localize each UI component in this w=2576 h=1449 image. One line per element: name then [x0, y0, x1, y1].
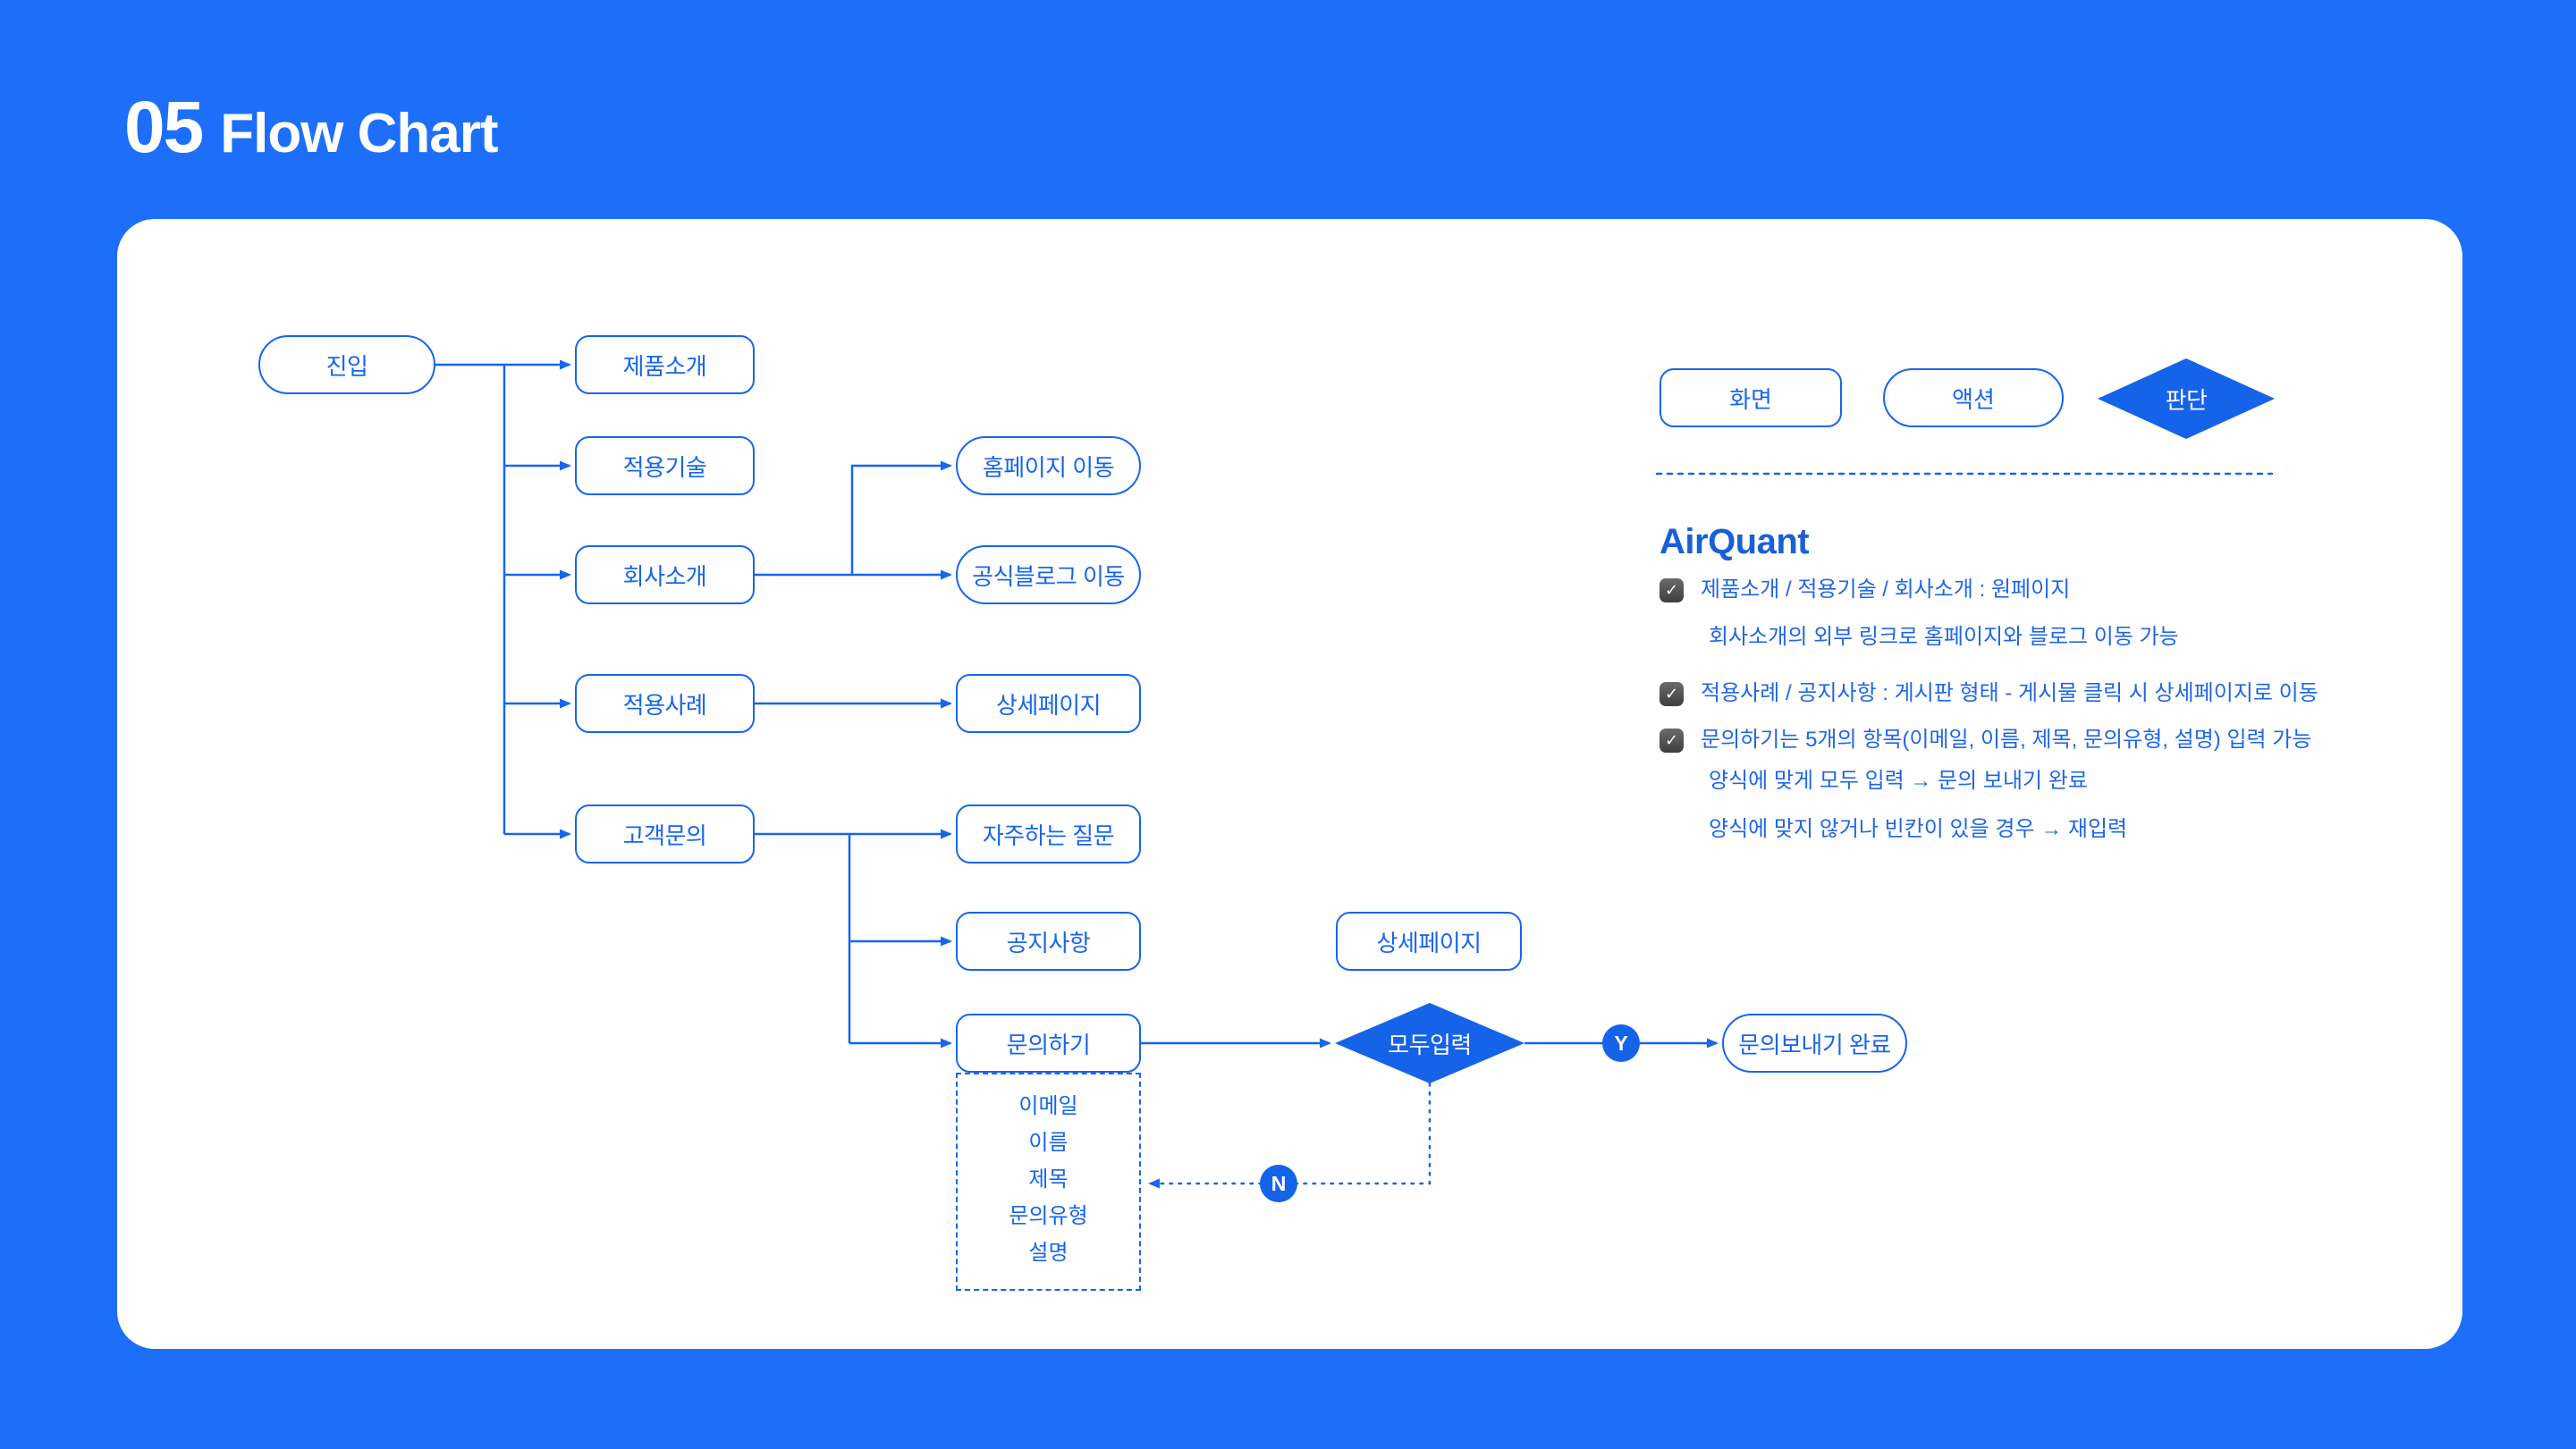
note-text: 제품소개 / 적용기술 / 회사소개 : 원페이지	[1701, 577, 2071, 602]
flow-node-company-intro: 회사소개	[575, 545, 755, 604]
note-row: 양식에 맞지 않거나 빈칸이 있을 경우 → 재입력	[1660, 816, 2127, 843]
flow-node-detail-page-2: 상세페이지	[1336, 912, 1522, 971]
no-branch-badge: N	[1260, 1165, 1297, 1202]
flow-node-go-blog: 공식블로그 이동	[956, 545, 1141, 604]
note-row: 회사소개의 외부 링크로 홈페이지와 블로그 이동 가능	[1660, 624, 2179, 651]
checkbox-icon: ✓	[1660, 681, 1684, 706]
note-row: ✓ 적용사례 / 공지사항 : 게시판 형태 - 게시물 클릭 시 상세페이지로 …	[1660, 680, 2318, 707]
legend-action-shape: 액션	[1883, 368, 2064, 427]
flow-node-contact: 문의하기	[956, 1014, 1141, 1073]
flow-node-faq: 자주하는 질문	[956, 805, 1141, 864]
form-field-label: 설명	[1028, 1241, 1068, 1265]
form-field-label: 이메일	[1018, 1094, 1078, 1118]
form-field-label: 제목	[1028, 1167, 1068, 1192]
flow-node-go-homepage: 홈페이지 이동	[956, 436, 1141, 495]
flow-node-use-cases: 적용사례	[575, 674, 755, 733]
checkbox-icon: ✓	[1660, 577, 1684, 602]
legend-screen-shape: 화면	[1660, 368, 1842, 427]
note-row: ✓ 제품소개 / 적용기술 / 회사소개 : 원페이지	[1660, 577, 2070, 603]
note-row: 양식에 맞게 모두 입력 → 문의 보내기 완료	[1660, 768, 2088, 795]
page-title: 05 Flow Chart	[124, 86, 499, 170]
note-row: ✓ 문의하기는 5개의 항목(이메일, 이름, 제목, 문의유형, 설명) 입력 …	[1660, 727, 2311, 754]
note-text: 양식에 맞지 않거나 빈칸이 있을 경우 → 재입력	[1709, 817, 2128, 841]
notes-title: AirQuant	[1660, 522, 1810, 561]
note-text: 적용사례 / 공지사항 : 게시판 형태 - 게시물 클릭 시 상세페이지로 이…	[1701, 681, 2318, 705]
note-text: 회사소개의 외부 링크로 홈페이지와 블로그 이동 가능	[1709, 625, 2179, 649]
checkbox-icon: ✓	[1660, 728, 1684, 753]
flow-node-customer-inquiry: 고객문의	[575, 805, 755, 864]
note-text: 문의하기는 5개의 항목(이메일, 이름, 제목, 문의유형, 설명) 입력 가…	[1701, 728, 2312, 752]
page-title-number: 05	[124, 87, 204, 168]
flow-node-detail-page-1: 상세페이지	[956, 674, 1141, 733]
flow-node-entry: 진입	[258, 335, 435, 394]
form-field-label: 문의유형	[1009, 1204, 1088, 1228]
flow-node-inquiry-done: 문의보내기 완료	[1722, 1014, 1907, 1073]
page-title-text: Flow Chart	[220, 103, 498, 164]
flow-node-product-intro: 제품소개	[575, 335, 755, 394]
note-text: 양식에 맞게 모두 입력 → 문의 보내기 완료	[1709, 769, 2088, 793]
yes-branch-badge: Y	[1602, 1024, 1640, 1062]
flow-node-applied-tech: 적용기술	[575, 436, 755, 495]
form-field-label: 이름	[1028, 1131, 1068, 1155]
flow-node-notice: 공지사항	[956, 912, 1141, 971]
